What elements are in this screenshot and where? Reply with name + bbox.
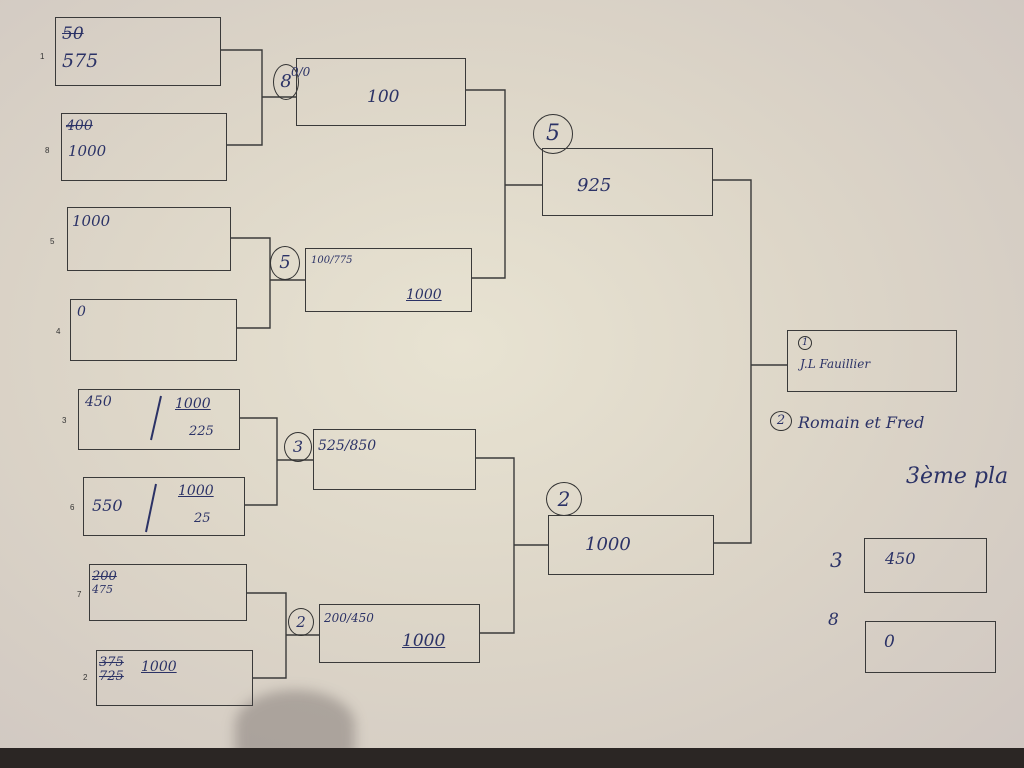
seed-label-5: 5 xyxy=(50,237,55,246)
round1-score: 1000 xyxy=(141,659,177,675)
seed-label-3: 3 xyxy=(62,416,67,425)
round1-score: 1000 xyxy=(68,142,107,160)
seed-label-7: 7 xyxy=(77,590,82,599)
round2-score: 100 xyxy=(367,87,400,107)
slash-mark xyxy=(145,483,157,533)
round3-match-box-1: 925 xyxy=(542,148,713,216)
third-place-seed-label: 8 xyxy=(828,610,839,630)
place-1-circle: 1 xyxy=(798,336,812,350)
fraction-bottom: 225 xyxy=(189,424,214,439)
round3-match-box-2: 1000 xyxy=(548,515,714,575)
round1-score-struck: 50 xyxy=(62,24,84,44)
winner-circle: 3 xyxy=(284,432,312,462)
round1-score: 1000 xyxy=(72,212,111,230)
round1-match-box-5: 450 1000 225 xyxy=(78,389,240,450)
third-place-match-box-2: 0 xyxy=(865,621,996,673)
round1-score: 575 xyxy=(62,50,99,72)
round1-score-struck: 725 xyxy=(99,669,124,684)
round2-score-top: 100/775 xyxy=(311,255,353,266)
fraction-top: 1000 xyxy=(178,483,214,499)
round2-match-box-4: 200/450 1000 xyxy=(319,604,480,663)
round1-match-box-7: 200 475 xyxy=(89,564,247,621)
third-place-seed-label: 3 xyxy=(830,548,843,572)
round1-score: 550 xyxy=(92,496,123,515)
table-edge xyxy=(0,748,1024,768)
seed-label-8: 8 xyxy=(45,146,50,155)
round1-score-struck: 400 xyxy=(66,118,93,134)
seed-label-6: 6 xyxy=(70,503,75,512)
round2-score-top: 200/450 xyxy=(324,611,374,625)
winner-circle: 5 xyxy=(533,114,573,154)
round2-score: 1000 xyxy=(406,287,442,303)
winner-circle: 5 xyxy=(270,246,300,280)
fraction-bottom: 25 xyxy=(194,511,211,526)
round1-match-box-3: 1000 xyxy=(67,207,231,271)
round1-match-box-4: 0 xyxy=(70,299,237,361)
round2-score-top: 0/0 xyxy=(291,65,311,79)
round1-match-box-2: 400 1000 xyxy=(61,113,227,181)
round1-score-struck: 200 xyxy=(92,569,117,584)
seed-label-2: 2 xyxy=(83,673,88,682)
round1-score: 450 xyxy=(85,394,112,410)
round1-match-box-6: 550 1000 25 xyxy=(83,477,245,536)
round1-score: 0 xyxy=(77,304,86,320)
third-place-score: 450 xyxy=(885,549,916,568)
champion-name: J.L Fauillier xyxy=(800,357,871,371)
winner-circle: 8 xyxy=(273,64,299,100)
winner-circle: 2 xyxy=(288,608,314,636)
slash-mark xyxy=(150,395,162,441)
place-2-circle: 2 xyxy=(770,411,792,431)
round2-match-box-1: 0/0 100 xyxy=(291,58,466,126)
round2-score: 1000 xyxy=(402,631,446,651)
round3-score: 1000 xyxy=(585,534,631,555)
fraction-top: 1000 xyxy=(175,396,211,412)
seed-label-1: 1 xyxy=(40,52,45,61)
round3-score: 925 xyxy=(577,175,612,196)
round2-match-box-2: 100/775 1000 xyxy=(305,248,472,312)
winner-circle: 2 xyxy=(546,482,582,516)
seed-label-4: 4 xyxy=(56,327,61,336)
round2-score: 525/850 xyxy=(318,438,377,454)
third-place-heading: 3ème pla xyxy=(906,464,1009,489)
round1-match-box-8: 375 725 1000 xyxy=(96,650,253,706)
round1-score: 475 xyxy=(92,583,113,596)
round2-match-box-3: 525/850 xyxy=(313,429,476,490)
second-place-text: Romain et Fred xyxy=(798,413,925,432)
third-place-match-box-1: 450 xyxy=(864,538,987,593)
champion-box: 1 J.L Fauillier xyxy=(787,330,957,392)
round1-match-box-1: 50 575 xyxy=(55,17,221,86)
round1-score-struck: 375 xyxy=(99,655,124,670)
third-place-score: 0 xyxy=(884,632,895,652)
